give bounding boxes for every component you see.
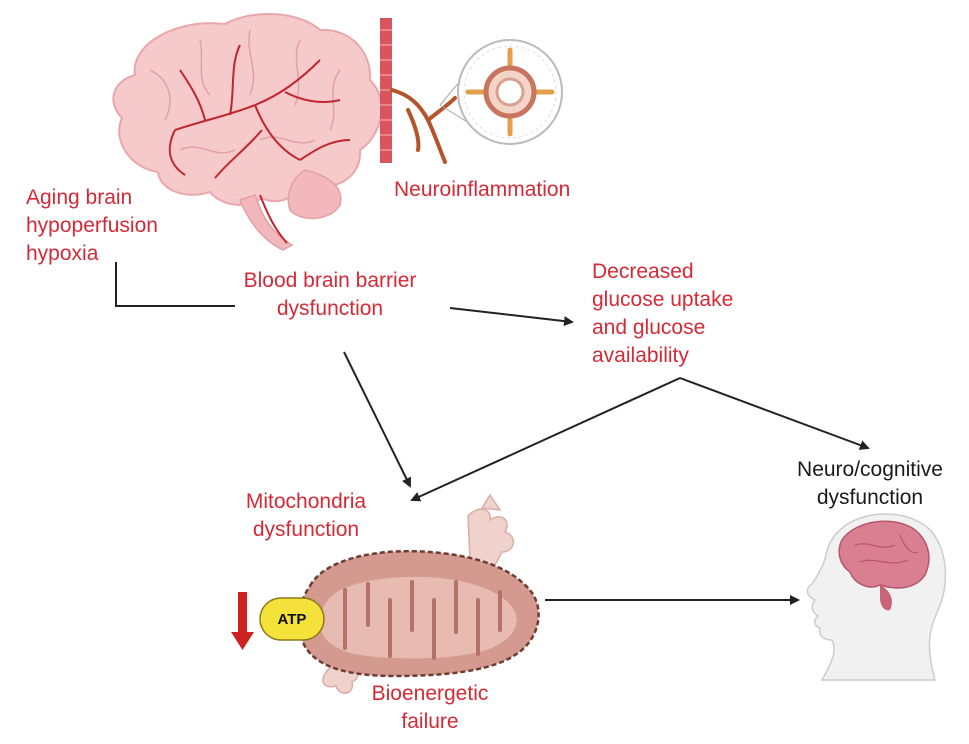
label-decreased-glucose: Decreased glucose uptake and glucose ava… <box>592 260 734 367</box>
aging-to-bbb-connector <box>115 262 235 307</box>
arrow-bbb-to-mito <box>343 351 411 488</box>
label-aging-brain: Aging brain hypoperfusion hypoxia <box>26 186 158 265</box>
label-neuro-cognitive: Neuro/cognitive dysfunction <box>797 458 943 509</box>
label-mitochondria-dysfunction: Mitochondria dysfunction <box>245 490 367 541</box>
human-head-profile-icon <box>806 513 947 681</box>
blood-vessel-cross-section-icon <box>380 18 563 164</box>
brain-illustration <box>112 13 383 251</box>
label-bioenergetic-failure: Bioenergetic failure <box>371 682 489 733</box>
label-bbb-dysfunction: Blood brain barrier dysfunction <box>243 269 417 320</box>
arrow-bbb-to-glucose <box>449 307 574 327</box>
label-neuroinflammation: Neuroinflammation <box>394 178 571 201</box>
atp-label: ATP <box>278 611 307 628</box>
mitochondrion-illustration <box>297 493 540 694</box>
down-arrow-icon <box>231 592 254 650</box>
arrow-glucose-to-neuro <box>679 377 870 450</box>
flow-arrows <box>115 262 870 605</box>
atp-badge <box>259 597 325 641</box>
arrow-glucose-to-mito <box>410 377 681 502</box>
